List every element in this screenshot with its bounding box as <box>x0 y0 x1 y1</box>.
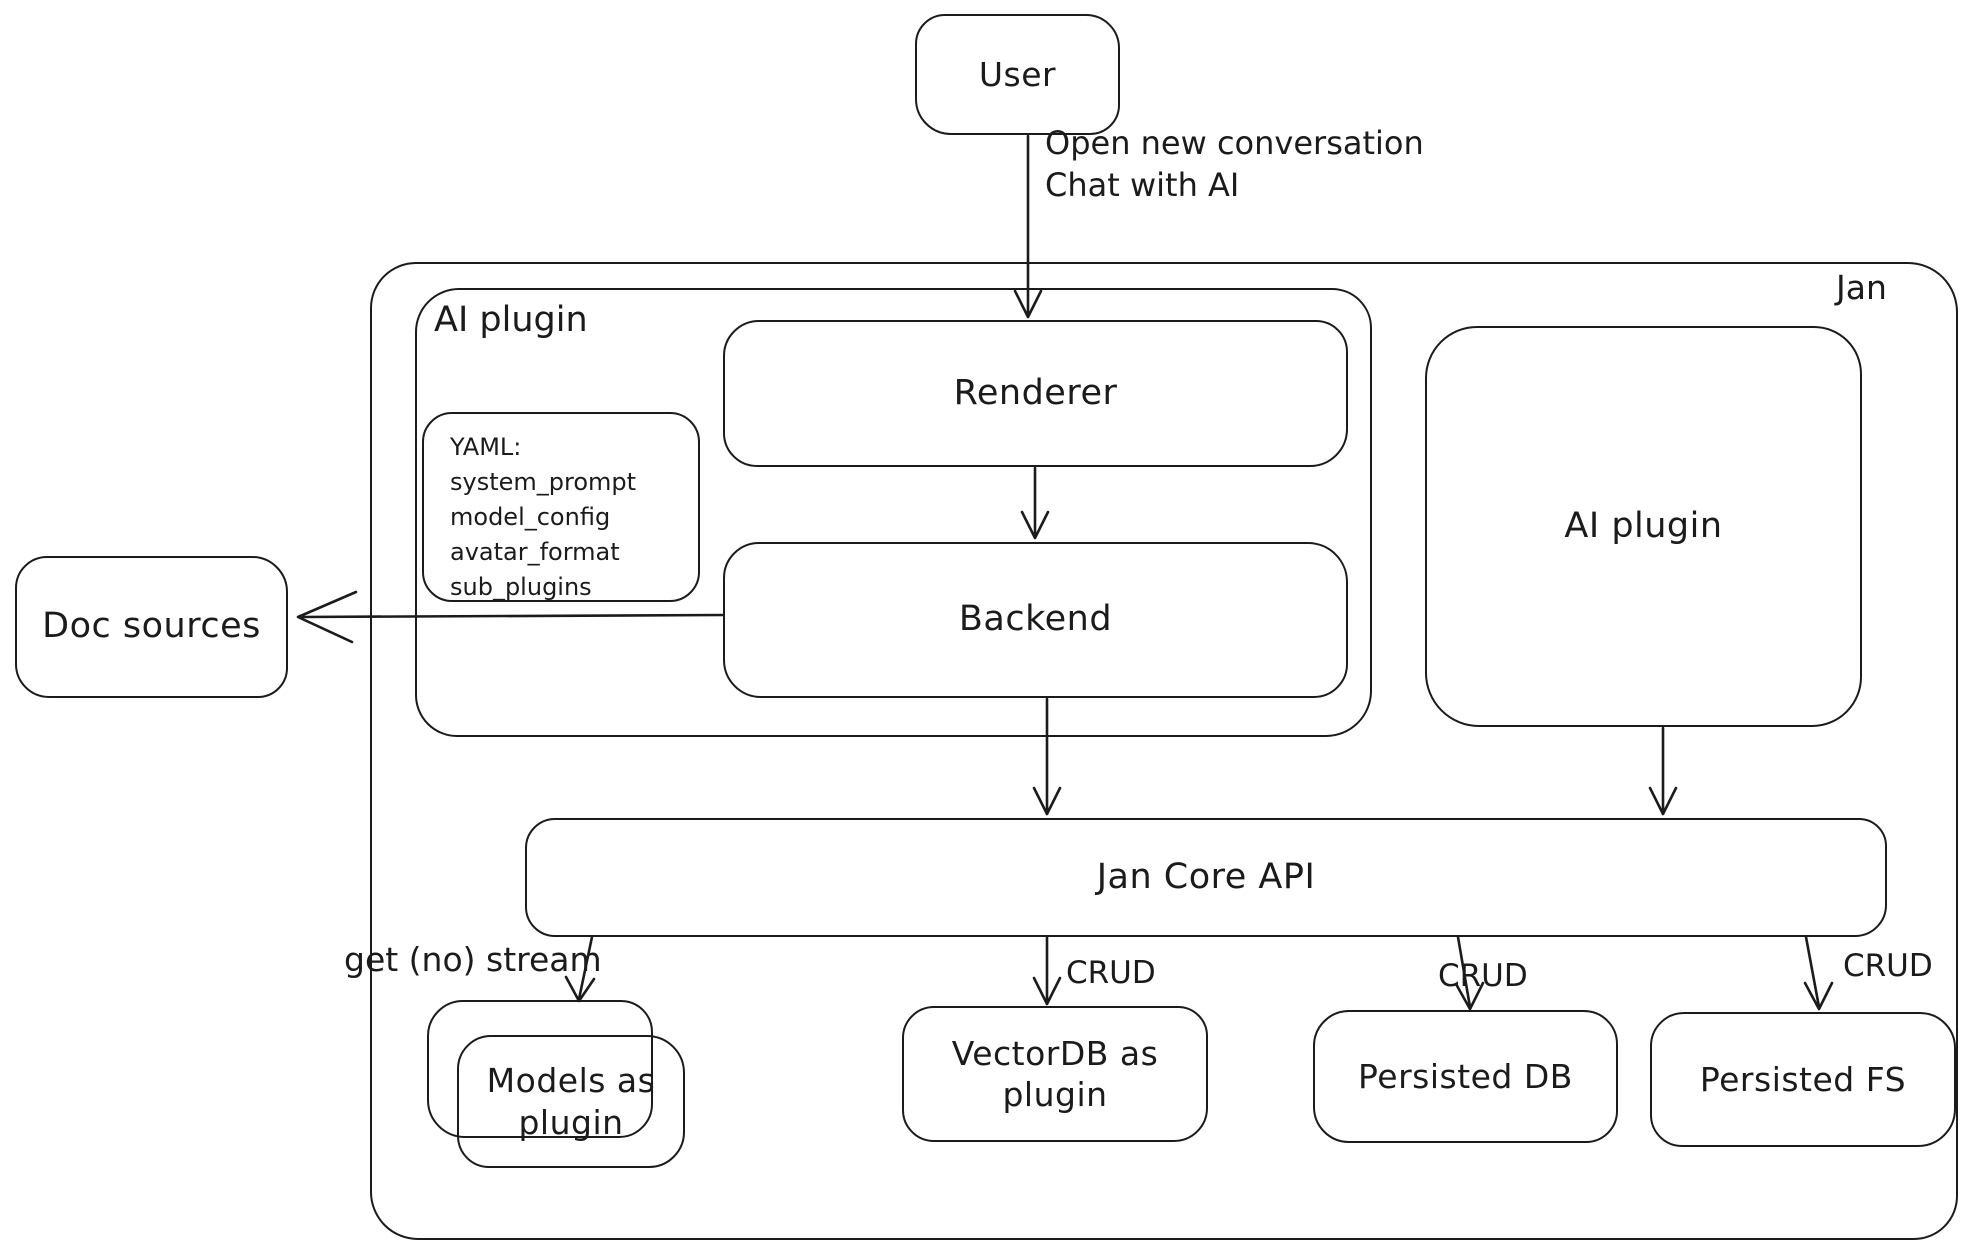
ai-plugin-right-node: AI plugin <box>1425 326 1862 727</box>
jan-core-api-label: Jan Core API <box>1096 856 1316 897</box>
yaml-note: YAML: system_prompt model_config avatar_… <box>422 412 700 602</box>
get-no-stream-edge-label: get (no) stream <box>344 940 602 979</box>
models-plugin-label: Models as plugin <box>486 1061 656 1142</box>
persisted-db-node: Persisted DB <box>1313 1010 1618 1143</box>
vectordb-plugin-node: VectorDB as plugin <box>902 1006 1208 1142</box>
vectordb-plugin-label: VectorDB as plugin <box>951 1033 1159 1114</box>
ai-plugin-container <box>415 288 1372 737</box>
user-action-edge-label: Open new conversation Chat with AI <box>1045 122 1424 206</box>
crud-persisted-db-edge-label: CRUD <box>1438 958 1528 994</box>
renderer-node: Renderer <box>723 320 1348 467</box>
backend-node: Backend <box>723 542 1348 698</box>
crud-persisted-fs-edge-label: CRUD <box>1843 948 1933 984</box>
yaml-note-line: avatar_format <box>450 538 620 566</box>
crud-vectordb-edge-label: CRUD <box>1066 955 1156 991</box>
persisted-fs-node: Persisted FS <box>1650 1012 1956 1147</box>
jan-container <box>370 262 1958 1240</box>
jan-container-label: Jan <box>1836 268 1887 307</box>
user-label: User <box>978 54 1057 94</box>
ai-plugin-container-label: AI plugin <box>434 300 588 340</box>
persisted-fs-label: Persisted FS <box>1699 1059 1907 1099</box>
renderer-label: Renderer <box>953 372 1118 413</box>
doc-sources-node: Doc sources <box>15 556 288 698</box>
user-action-line-1: Open new conversation <box>1045 124 1424 162</box>
yaml-note-line: sub_plugins <box>450 573 592 601</box>
backend-label: Backend <box>958 599 1113 640</box>
user-action-line-2: Chat with AI <box>1045 166 1240 204</box>
persisted-db-label: Persisted DB <box>1358 1056 1573 1096</box>
ai-plugin-right-label: AI plugin <box>1564 505 1723 546</box>
jan-core-api-node: Jan Core API <box>525 818 1887 937</box>
user-node: User <box>915 14 1120 135</box>
models-plugin-node: Models as plugin <box>457 1035 685 1168</box>
yaml-note-line: model_config <box>450 503 611 531</box>
yaml-note-line: YAML: <box>450 433 522 461</box>
doc-sources-label: Doc sources <box>42 606 261 647</box>
yaml-note-line: system_prompt <box>450 468 637 496</box>
